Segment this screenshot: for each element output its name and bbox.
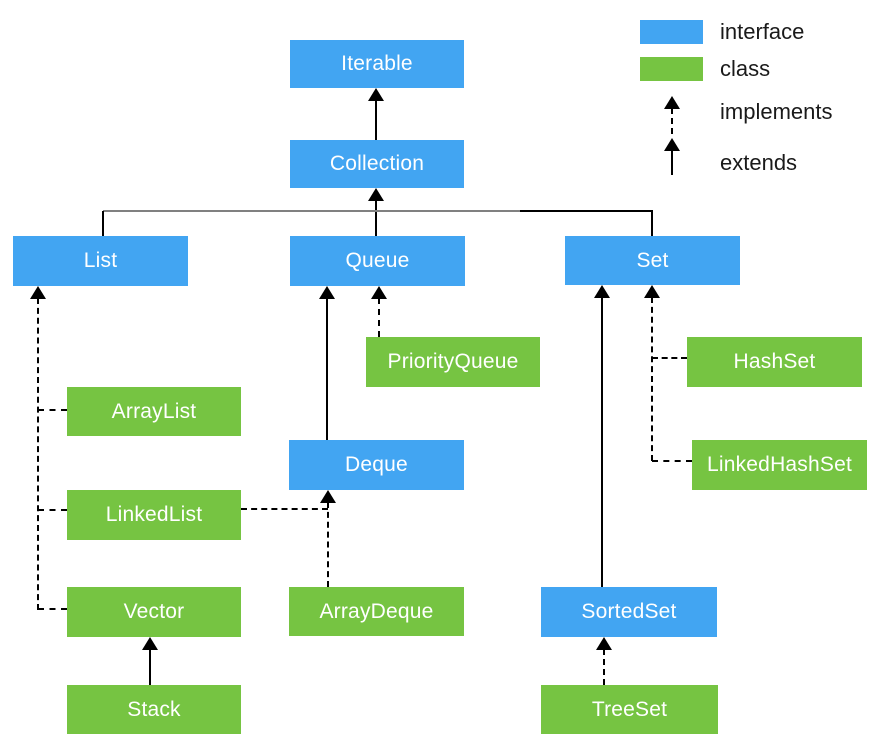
node-deque: Deque: [289, 440, 464, 490]
node-hashset: HashSet: [687, 337, 862, 387]
edge-stack-vector-line: [149, 649, 151, 685]
edge-queue-collection-line: [375, 200, 377, 236]
node-treeset: TreeSet: [541, 685, 718, 734]
edge-hashset-set-stub: [652, 357, 687, 359]
edge-bus-horizontal-gray: [103, 210, 520, 212]
edge-set-collection-drop: [651, 211, 653, 236]
edge-collection-iterable-arrowhead: [368, 88, 384, 101]
edge-implements-list-arrowhead: [30, 286, 46, 299]
node-set: Set: [565, 236, 740, 285]
edge-queue-collection-arrowhead: [368, 188, 384, 201]
node-sortedset: SortedSet: [541, 587, 717, 637]
edge-linkedlist-list-stub: [38, 509, 67, 511]
legend-interface-swatch: [640, 20, 703, 44]
edge-deque-queue-arrowhead: [319, 286, 335, 299]
edge-treeset-sortedset-arrowhead: [596, 637, 612, 650]
edge-list-collection-drop: [102, 211, 104, 236]
node-list: List: [13, 236, 188, 286]
node-linkedhashset: LinkedHashSet: [692, 440, 867, 490]
legend-label-implements: implements: [720, 99, 833, 124]
legend-solid-arrow-icon: [664, 138, 680, 151]
legend-dashed-arrow-line: [671, 108, 673, 134]
edge-collection-iterable-line: [375, 100, 377, 140]
node-queue: Queue: [290, 236, 465, 286]
legend-dashed-arrow-icon: [664, 96, 680, 109]
edge-sortedset-set-arrowhead: [594, 285, 610, 298]
node-stack: Stack: [67, 685, 241, 734]
edge-arraydeque-deque-line: [327, 502, 329, 587]
legend-label-extends: extends: [720, 150, 798, 175]
legend-solid-arrow-line: [671, 150, 673, 175]
edge-implements-set-trunk: [651, 297, 653, 461]
edge-priorityqueue-queue-arrowhead: [371, 286, 387, 299]
edge-implements-set-arrowhead: [644, 285, 660, 298]
edge-deque-queue-line: [326, 298, 328, 440]
node-arraydeque: ArrayDeque: [289, 587, 464, 636]
edge-stack-vector-arrowhead: [142, 637, 158, 650]
legend-label-class: class: [720, 56, 771, 81]
edge-linkedhashset-set-stub: [652, 460, 692, 462]
edge-sortedset-set-line: [601, 297, 603, 587]
node-linkedlist: LinkedList: [67, 490, 241, 540]
edge-implements-list-trunk: [37, 298, 39, 610]
edge-treeset-sortedset-line: [603, 649, 605, 685]
legend-class-swatch: [640, 57, 703, 81]
edge-bus-horizontal-black: [520, 210, 653, 212]
node-arraylist: ArrayList: [67, 387, 241, 436]
edge-priorityqueue-queue-line: [378, 298, 380, 337]
legend-label-interface: interface: [720, 19, 805, 44]
node-iterable: Iterable: [290, 40, 464, 88]
node-priorityqueue: PriorityQueue: [366, 337, 540, 387]
node-vector: Vector: [67, 587, 241, 637]
edge-vector-list-stub: [38, 608, 67, 610]
edge-arraylist-list-stub: [38, 409, 67, 411]
edge-implements-deque-arrowhead: [320, 490, 336, 503]
edge-linkedlist-deque-stub: [241, 508, 328, 510]
node-collection: Collection: [290, 140, 464, 188]
